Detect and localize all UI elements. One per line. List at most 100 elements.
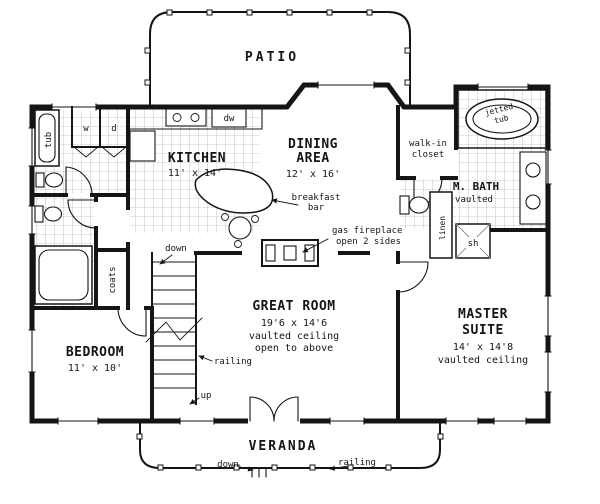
laundry-closet-walls	[71, 106, 129, 148]
patio-outline	[149, 11, 411, 107]
master-suite-label-1: MASTER	[458, 307, 508, 322]
master-door	[397, 261, 429, 293]
veranda-railing-arrow	[329, 465, 349, 471]
bath2-door	[67, 199, 97, 229]
kitchen-fixtures	[127, 106, 274, 248]
master-window	[493, 417, 527, 425]
bath1-door	[65, 166, 93, 196]
veranda-steps	[251, 467, 267, 478]
stairs-railing-arrow	[198, 355, 213, 362]
walkin-closet-label-1: walk-in	[409, 139, 447, 149]
washer-label: w	[83, 124, 89, 134]
labels: PATIO KITCHEN 11' x 14' DINING AREA 12' …	[44, 50, 528, 470]
dining-label-1: DINING	[288, 137, 338, 152]
bath2-tub-basin	[38, 249, 89, 301]
chair	[221, 213, 229, 221]
great-room-dims: 19'6 x 14'6	[261, 318, 327, 329]
fireplace-pier	[265, 244, 276, 262]
jetted-tub-label-2: tub	[493, 113, 509, 125]
interior-wall-lines	[30, 105, 550, 423]
window	[28, 127, 36, 167]
breakfast-bar-counter	[194, 168, 274, 214]
left-bath-fixtures	[34, 109, 93, 305]
annotation-arrows	[159, 198, 349, 472]
dishwasher-label: dw	[224, 114, 235, 124]
sink	[525, 162, 541, 178]
master-window	[445, 417, 479, 425]
bedroom-window	[57, 417, 99, 425]
master-bath-note: vaulted	[455, 195, 493, 205]
stairs-up-label: up	[201, 391, 212, 401]
kitchen-counter	[127, 106, 263, 130]
laundry-bifold-doors	[73, 146, 127, 158]
master-window	[544, 295, 552, 337]
master-suite-note: vaulted ceiling	[438, 355, 528, 366]
stove-burner	[172, 113, 182, 122]
stairs-up-arrow	[189, 397, 200, 405]
coats-label: coats	[108, 266, 118, 293]
master-toilet-tank	[399, 195, 410, 215]
fireplace	[261, 239, 319, 267]
dryer-label: d	[111, 124, 116, 134]
linen-closet	[429, 191, 453, 259]
veranda-down-label: down	[217, 460, 239, 470]
shower-label: sh	[468, 239, 479, 249]
window	[179, 417, 215, 425]
stove	[165, 108, 207, 127]
bath2-toilet-tank	[34, 205, 44, 223]
refrigerator	[129, 130, 156, 162]
veranda-label: VERANDA	[249, 439, 318, 454]
bath1-toilet	[44, 172, 64, 188]
fireplace-arrow	[302, 238, 329, 253]
stairs-down-arrow	[159, 254, 173, 265]
patio	[144, 9, 411, 107]
kitchen-table	[228, 216, 252, 240]
bedroom-dims: 11' x 10'	[68, 363, 122, 374]
patio-label: PATIO	[245, 50, 299, 65]
dining-dims: 12' x 16'	[286, 169, 340, 180]
fireplace-label-2: open 2 sides	[336, 237, 401, 247]
master-bath-label: M. BATH	[453, 180, 499, 193]
jetted-tub	[465, 98, 539, 140]
veranda-posts	[136, 433, 444, 471]
great-room-label: GREAT ROOM	[252, 299, 335, 314]
fireplace-label-1: gas fireplace	[332, 226, 402, 236]
bay-window	[317, 81, 375, 89]
fireplace-pier	[304, 244, 315, 262]
interior-walls	[30, 105, 550, 423]
breakfast-bar-arrow	[271, 198, 299, 206]
stair-treads	[151, 261, 197, 389]
kitchen-label: KITCHEN	[168, 151, 226, 166]
bedroom-door	[117, 307, 147, 337]
master-suite-label-2: SUITE	[462, 323, 504, 338]
breakfast-bar-label-1: breakfast	[292, 193, 341, 203]
windows	[28, 81, 552, 425]
bedroom-label: BEDROOM	[66, 345, 124, 360]
master-window	[544, 351, 552, 393]
master-suite-dims: 14' x 14'8	[453, 342, 513, 353]
sink	[525, 194, 541, 210]
stove-burner	[190, 113, 200, 122]
stairs-down-label: down	[165, 244, 187, 254]
veranda	[136, 420, 444, 478]
stairs	[145, 252, 203, 405]
bedroom-window	[28, 329, 36, 373]
great-room-note-1: vaulted ceiling	[249, 331, 339, 342]
bath1-toilet-tank	[35, 172, 45, 188]
dining-label-2: AREA	[296, 151, 329, 166]
chair	[234, 240, 242, 248]
veranda-outline	[139, 420, 441, 469]
stair-break-line	[145, 317, 203, 343]
fireplace-firebox	[283, 245, 297, 261]
veranda-down-arrow	[239, 466, 254, 472]
bath2-toilet	[43, 206, 63, 222]
jetted-tub-basin	[472, 104, 532, 134]
jetted-tub-platform	[457, 89, 547, 149]
veranda-railing-label: railing	[338, 458, 376, 468]
master-toilet	[408, 196, 430, 214]
walkin-closet-label-2: closet	[412, 150, 445, 160]
bath1-tub-basin	[38, 113, 56, 163]
great-room-note-2: open to above	[255, 343, 333, 354]
kitchen-dims: 11' x 14'	[168, 168, 222, 179]
